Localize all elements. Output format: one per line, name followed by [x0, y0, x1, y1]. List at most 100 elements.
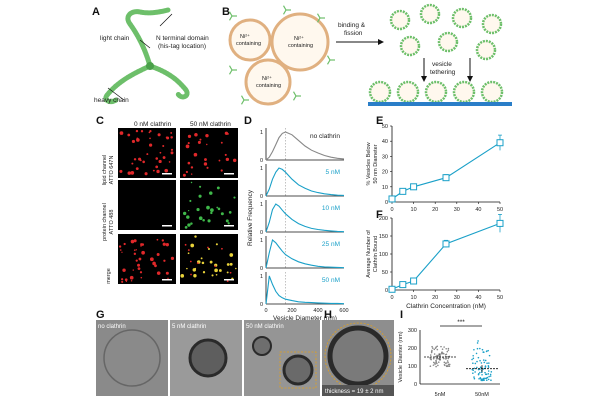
data-point [486, 376, 489, 379]
data-point [437, 364, 439, 367]
tick-label: 30 [454, 207, 460, 213]
fluorescent-spot [190, 181, 193, 184]
data-point [399, 281, 407, 289]
tick-label: 150 [379, 234, 388, 240]
data-point [438, 353, 440, 356]
series-line [265, 203, 345, 233]
tick-label: 0 [264, 308, 267, 314]
tick-label: 0 [260, 158, 263, 164]
fluorescent-spot [121, 280, 124, 283]
data-point [487, 366, 490, 368]
fluorescent-spot [228, 211, 232, 214]
fluorescent-spot [149, 143, 153, 147]
micrograph-tile [180, 234, 238, 284]
micrograph-tile [118, 180, 176, 230]
y-axis-label: Relative Frequency [247, 189, 254, 246]
light-chain-pointer [139, 39, 151, 49]
tethering-label: tethering [430, 69, 456, 76]
fluorescent-spot [235, 267, 237, 270]
coated-vesicle [419, 3, 441, 25]
data-point [445, 347, 448, 350]
fluorescent-spot [190, 166, 194, 169]
fluorescent-spot [207, 219, 211, 223]
fluorescent-spot [133, 239, 137, 243]
tick-label: 0 [390, 295, 393, 301]
significance-label: *** [457, 319, 465, 326]
fluorescent-spot [125, 280, 128, 283]
fluorescent-spot [119, 169, 123, 173]
data-point [487, 365, 490, 367]
triskelion-mini [240, 99, 245, 105]
series-line [265, 275, 345, 305]
fluorescent-spot [130, 239, 135, 244]
coated-vesicle [389, 9, 411, 31]
series-label: 5 nM [326, 169, 340, 176]
scale-bar [162, 173, 172, 175]
series-line [265, 131, 345, 161]
data-point [430, 350, 433, 353]
data-point [444, 353, 447, 356]
fluorescent-spot [155, 165, 159, 169]
em-image-50nm [244, 320, 320, 396]
tick-label: 20 [382, 170, 388, 176]
data-point [410, 183, 418, 191]
data-point [447, 357, 450, 360]
fluorescent-spot [226, 271, 229, 274]
data-point [433, 353, 436, 355]
data-point [496, 219, 504, 227]
data-point [477, 340, 479, 342]
panel-label-f: F [376, 209, 383, 221]
series-label: 25 nM [322, 241, 340, 248]
fluorescent-spot [187, 142, 190, 145]
panel-label-a: A [92, 6, 100, 18]
data-point [476, 366, 478, 369]
scale-bar [224, 279, 234, 281]
fluorescent-spot [184, 226, 188, 229]
fluorescent-spot [162, 242, 166, 246]
fluorescent-spot [141, 243, 145, 246]
fluorescent-spot [127, 133, 131, 137]
triskelion-leg-left [103, 63, 153, 105]
fluorescent-spot [205, 133, 209, 138]
fluorescent-spot [146, 153, 149, 156]
fluorescent-spot [168, 161, 171, 163]
y-axis-label: Vesicle Diamter (nm) [398, 331, 404, 382]
y-axis-label: Average Number of [366, 230, 372, 278]
fluorescent-spot [140, 276, 143, 279]
tick-label: 50 [382, 124, 388, 130]
tick-label: 1 [260, 274, 263, 280]
em-label-5nm: 5 nM clathrin [172, 324, 206, 330]
data-point [435, 346, 437, 348]
data-point [479, 366, 482, 368]
fluorescent-spot [139, 271, 143, 274]
data-point [486, 362, 488, 365]
x-axis-label: Clathrin Concentration (nM) [406, 303, 486, 310]
triskelion-mini [282, 5, 287, 11]
data-point [388, 285, 396, 293]
data-point [487, 373, 490, 375]
fluorescent-spot [140, 130, 144, 133]
tick-label: 40 [475, 207, 481, 213]
fluorescent-spot [135, 259, 138, 262]
data-point [479, 347, 481, 350]
fluorescent-spot [202, 271, 206, 274]
triskelion-mini [228, 11, 233, 17]
heavy-chain-pointer [107, 87, 125, 101]
fluorescent-spot [229, 271, 232, 274]
data-point [447, 347, 450, 350]
fluorescent-spot [206, 166, 209, 169]
em-vesicle-zoom [327, 325, 389, 387]
tick-label: 40 [475, 295, 481, 301]
ni-vesicle [228, 18, 272, 62]
data-point [478, 377, 480, 380]
fluorescent-spot [225, 219, 229, 223]
fluorescent-spot [155, 157, 159, 160]
fluorescent-spot [227, 222, 230, 225]
n-terminal-label: N terminal domain [156, 35, 209, 42]
micrograph-grid [118, 128, 238, 284]
data-point [485, 350, 488, 353]
tick-label: 0 [260, 302, 263, 308]
triskelion-hub [146, 62, 154, 70]
em-label-no-clathrin: no clathrin [98, 324, 126, 330]
